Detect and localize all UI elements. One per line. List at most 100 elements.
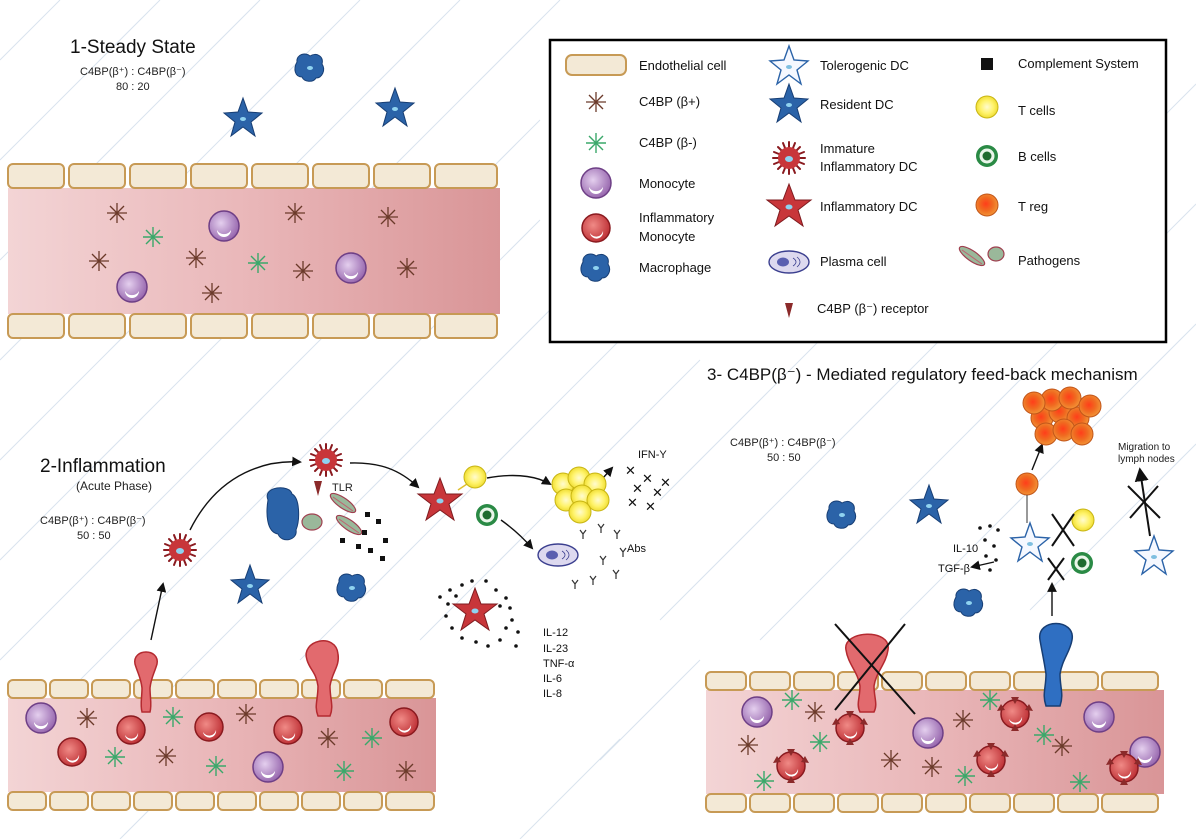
blood-vessel-steady [7,163,500,339]
monocyte-icon [335,252,367,284]
macrophage-icon [826,500,857,529]
c4bp-beta-plus-icon [76,707,98,729]
legend-label-complement: Complement System [1018,56,1139,71]
pathogens-icon [301,513,323,531]
plasma-cell-icon [537,543,579,567]
arrow [970,560,995,571]
legend-label-immature2: Inflammatory DC [820,159,918,174]
inflammatory-monocyte-icon [194,712,224,742]
antibodies [571,523,627,589]
svg-text:✕: ✕ [660,476,671,491]
panel2-ratio-label: C4BP(β⁺) : C4BP(β⁻) [40,515,146,527]
macrophage-icon [336,573,367,602]
endothelial-row-bottom [705,793,1159,813]
legend-label-macrophage: Macrophage [639,260,711,275]
panel2-ratio-value: 50 : 50 [77,530,111,542]
b-cell-icon [1071,552,1093,574]
c4bp-beta-plus-icon [396,257,418,279]
c4bp-beta-plus-icon [284,202,306,224]
t-cell-icon [1071,508,1095,532]
svg-text:✕: ✕ [625,464,636,479]
panel3-title: 3- C4BP(β⁻) - Mediated regulatory feed-b… [707,365,1138,384]
legend-label-c4bp-plus: C4BP (β+) [639,94,700,109]
c4bp-beta-minus-icon [781,689,803,711]
legend-label-receptor: C4BP (β⁻) receptor [817,301,929,316]
complement-system-icon [981,58,993,70]
blocked-migration [1127,485,1161,519]
cytokine-label: TNF-α [543,658,575,670]
legend-label-resident: Resident DC [820,97,894,112]
panel-inflammation: 2-Inflammation (Acute Phase) C4BP(β⁺) : … [7,443,671,811]
c4bp-beta-minus-icon [162,706,184,728]
macrophage-icon [953,588,984,617]
panel1-ratio-label: C4BP(β⁺) : C4BP(β⁻) [80,66,186,78]
blood-vessel-inflamed [7,679,436,811]
pathogens-icon [333,511,365,539]
inflammatory-monocyte-icon [389,707,419,737]
tcell-cluster [551,466,610,524]
inflammatory-monocyte-icon [273,715,303,745]
arrow [486,474,552,486]
tlr-label: TLR [332,482,353,494]
c4bp-beta-minus-icon [361,727,383,749]
cytokine-dots [438,579,520,648]
macrophage-icon [266,487,300,541]
b-cell-icon [476,504,498,526]
blood-vessel-regulated [705,671,1164,813]
legend-label-tcells: T cells [1018,103,1056,118]
arrow [602,466,614,479]
c4bp-beta-minus-icon [809,731,831,753]
panel-steady-state: 1-Steady State C4BP(β⁺) : C4BP(β⁻) 80 : … [7,37,500,339]
legend-label-pathogens: Pathogens [1018,253,1081,268]
monocyte-icon [25,702,57,734]
t-cell-icon [975,95,999,119]
treg-cluster [1022,386,1102,446]
arrow [1031,443,1044,471]
legend-label-monocyte: Monocyte [639,176,695,191]
legend-box [548,38,1168,344]
inflammatory-dc-icon [452,587,498,631]
legend-label-inflammatory-dc: Inflammatory DC [820,199,918,214]
monocyte-icon [912,717,944,749]
c4bp-beta-plus-icon [292,260,314,282]
blocked-activation [1047,513,1075,581]
legend: Endothelial cell C4BP (β+) C4BP (β-) Mon… [548,38,1168,344]
blocked-transmigration [834,623,916,715]
c4bp-beta-plus-icon [804,701,826,723]
immature-inflammatory-dc-icon [163,533,197,567]
c4bp-beta-minus-icon [205,755,227,777]
monocyte-icon [252,751,284,783]
migration-label: lymph nodes [1118,454,1175,465]
arrow [500,519,534,550]
c4bp-beta-plus-icon [952,709,974,731]
immature-inflammatory-dc-icon [309,443,343,477]
legend-label-monocyte2: Monocyte [639,229,695,244]
monocyte-icon [116,271,148,303]
svg-text:✕: ✕ [627,496,638,511]
endothelial-cell-icon [565,54,627,76]
svg-text:✕: ✕ [632,482,643,497]
cytokine-label: IL-23 [543,643,568,655]
cytokine-label: IL-12 [543,627,568,639]
c4bp-beta-plus-icon [880,749,902,771]
c4bp-beta-minus-icon [142,226,164,248]
transmigrating-tolerogenic-monocyte-icon [1039,622,1073,707]
c4bp-beta-minus-icon [954,765,976,787]
inflammatory-dc-icon [417,477,463,521]
c4bp-beta-plus-icon [921,756,943,778]
t-cell-icon [463,465,487,489]
c4bp-beta-plus-icon [737,734,759,756]
c4bp-beta-plus-icon [235,703,257,725]
c4bp-beta-minus-icon [585,132,607,154]
panel1-title: 1-Steady State [70,37,196,58]
legend-label-inflammatory: Inflammatory [639,210,715,225]
panel2-subtitle: (Acute Phase) [76,479,152,493]
panel-feedback: 3- C4BP(β⁻) - Mediated regulatory feed-b… [705,365,1175,813]
c4bp-beta-plus-icon [185,247,207,269]
inflammatory-monocyte-icon [581,213,611,243]
panel3-ratio-label: C4BP(β⁺) : C4BP(β⁻) [730,437,836,449]
c4bp-beta-minus-icon [753,770,775,792]
monocyte-icon [1083,701,1115,733]
cytokine-label: IL-6 [543,673,562,685]
